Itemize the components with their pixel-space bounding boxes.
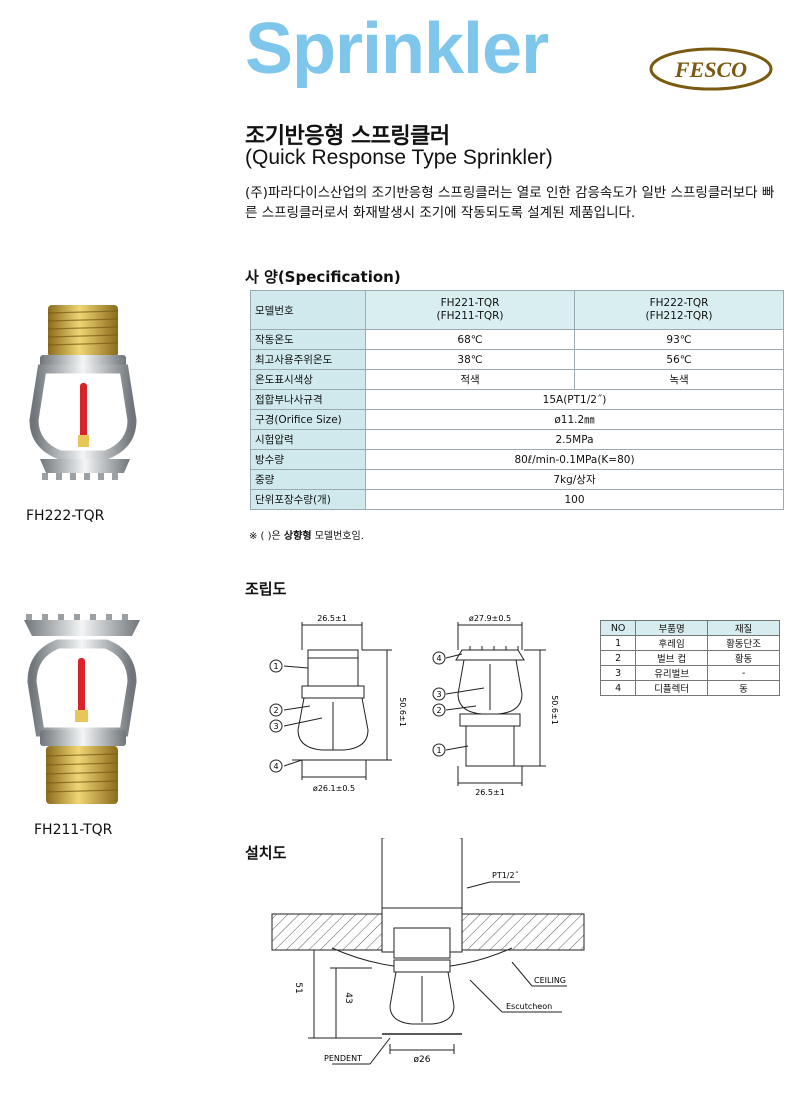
spec-cell: 68℃ xyxy=(365,329,575,350)
product-title-korean: 조기반응형 스프링클러 xyxy=(245,124,450,149)
escutcheon-label: Escutcheon xyxy=(506,1002,552,1011)
dim-label: 26.5±1 xyxy=(475,788,505,797)
parts-cell: 후레임 xyxy=(635,635,709,651)
marker-label: 2 xyxy=(273,706,278,715)
product-title-english: (Quick Response Type Sprinkler) xyxy=(245,146,553,169)
spec-model-a: FH221-TQR(FH211-TQR) xyxy=(365,290,575,330)
dim-label: 50.6±1 xyxy=(550,695,559,725)
parts-cell: 황동 xyxy=(707,650,780,666)
assembly-heading: 조립도 xyxy=(245,580,287,598)
installation-drawing: PT1/2˝ CEILING Escutcheon PENDENT 51 43 … xyxy=(271,838,585,1065)
marker-label: 3 xyxy=(273,722,278,731)
parts-header-cell: NO xyxy=(599,620,637,636)
table-row: 시험압력 2.5MPa xyxy=(250,429,784,450)
dim-label: 51 xyxy=(293,982,303,993)
dim-label: 43 xyxy=(343,992,353,1003)
dim-label: 50.6±1 xyxy=(398,697,407,727)
spec-row-label: 단위포장수량(개) xyxy=(250,489,366,510)
install-heading: 설치도 xyxy=(245,844,287,862)
parts-header-cell: 부품명 xyxy=(635,620,709,636)
spec-cell: 38℃ xyxy=(365,349,575,370)
parts-cell: 황동단조 xyxy=(707,635,780,651)
parts-cell: - xyxy=(707,665,780,681)
parts-header-cell: 재질 xyxy=(707,620,780,636)
parts-cell: 디플렉터 xyxy=(635,680,709,696)
spec-cell: 56℃ xyxy=(574,349,784,370)
marker-label: 4 xyxy=(436,654,441,663)
spec-note: ※ ( )은 상향형 모델번호임. xyxy=(249,531,364,542)
spec-cell: 93℃ xyxy=(574,329,784,350)
parts-cell: 1 xyxy=(599,635,637,651)
spec-header-label: 모델번호 xyxy=(250,290,366,330)
parts-cell: 2 xyxy=(599,650,637,666)
parts-header-row: NO 부품명 재질 xyxy=(599,620,780,636)
spec-row-label: 작동온도 xyxy=(250,329,366,350)
parts-cell: 4 xyxy=(599,680,637,696)
table-row: 중량 7kg/상자 xyxy=(250,469,784,490)
table-row: 방수량 80ℓ/min-0.1MPa(K=80) xyxy=(250,449,784,470)
marker-label: 2 xyxy=(436,706,441,715)
spec-row-label: 접합부나사규격 xyxy=(250,389,366,410)
spec-row-label: 구경(Orifice Size) xyxy=(250,409,366,430)
spec-heading: 사 양(Specification) xyxy=(245,268,401,286)
product-image-pendent xyxy=(24,614,140,804)
parts-cell: 벌브 컵 xyxy=(635,650,709,666)
spec-table: 모델번호 FH221-TQR(FH211-TQR) FH222-TQR(FH21… xyxy=(250,290,784,510)
table-row: 최고사용주위온도 38℃ 56℃ xyxy=(250,349,784,370)
product-caption: FH211-TQR xyxy=(34,822,113,838)
header-band: Sprinkler FESCO xyxy=(0,0,800,96)
fesco-logo: FESCO xyxy=(649,47,773,91)
spec-cell: 100 xyxy=(365,489,784,510)
table-row: 작동온도 68℃ 93℃ xyxy=(250,329,784,350)
product-caption: FH222-TQR xyxy=(26,508,105,524)
spec-row-label: 방수량 xyxy=(250,449,366,470)
spec-model-b: FH222-TQR(FH212-TQR) xyxy=(574,290,784,330)
pendent-label: PENDENT xyxy=(324,1054,362,1063)
table-row: 온도표시색상 적색 녹색 xyxy=(250,369,784,390)
table-row: 접합부나사규격 15A(PT1/2˝) xyxy=(250,389,784,410)
assembly-drawing: 26.5±1 ø26.1±0.5 50.6±1 ø27.9±0.5 26.5±1… xyxy=(269,614,559,797)
table-row: 구경(Orifice Size) ø11.2㎜ xyxy=(250,409,784,430)
marker-label: 4 xyxy=(273,762,278,771)
spec-row-label: 최고사용주위온도 xyxy=(250,349,366,370)
ceiling-label: CEILING xyxy=(534,976,566,985)
parts-cell: 유리벌브 xyxy=(635,665,709,681)
spec-row-label: 중량 xyxy=(250,469,366,490)
logo-text: FESCO xyxy=(674,57,747,82)
spec-cell: ø11.2㎜ xyxy=(365,409,784,430)
spec-cell: 15A(PT1/2˝) xyxy=(365,389,784,410)
spec-cell: 80ℓ/min-0.1MPa(K=80) xyxy=(365,449,784,470)
spec-cell: 녹색 xyxy=(574,369,784,390)
product-description: (주)파라다이스산업의 조기반응형 스프링클러는 열로 인한 감응속도가 일반 … xyxy=(245,185,775,221)
parts-cell: 3 xyxy=(599,665,637,681)
dim-label: ø26 xyxy=(414,1055,431,1065)
spec-cell: 2.5MPa xyxy=(365,429,784,450)
page-title: Sprinkler xyxy=(245,9,549,89)
pipe-thread-label: PT1/2˝ xyxy=(492,870,519,880)
spec-cell: 적색 xyxy=(365,369,575,390)
dim-label: 26.5±1 xyxy=(317,614,347,623)
spec-row-label: 시험압력 xyxy=(250,429,366,450)
dim-label: ø27.9±0.5 xyxy=(469,614,511,623)
table-row: 단위포장수량(개) 100 xyxy=(250,489,784,510)
marker-label: 1 xyxy=(273,662,278,671)
spec-cell: 7kg/상자 xyxy=(365,469,784,490)
dim-label: ø26.1±0.5 xyxy=(313,784,355,793)
parts-cell: 동 xyxy=(707,680,780,696)
spec-header-row: 모델번호 FH221-TQR(FH211-TQR) FH222-TQR(FH21… xyxy=(250,290,784,330)
spec-row-label: 온도표시색상 xyxy=(250,369,366,390)
product-image-upright xyxy=(29,305,137,480)
marker-label: 3 xyxy=(436,690,441,699)
marker-label: 1 xyxy=(436,746,441,755)
